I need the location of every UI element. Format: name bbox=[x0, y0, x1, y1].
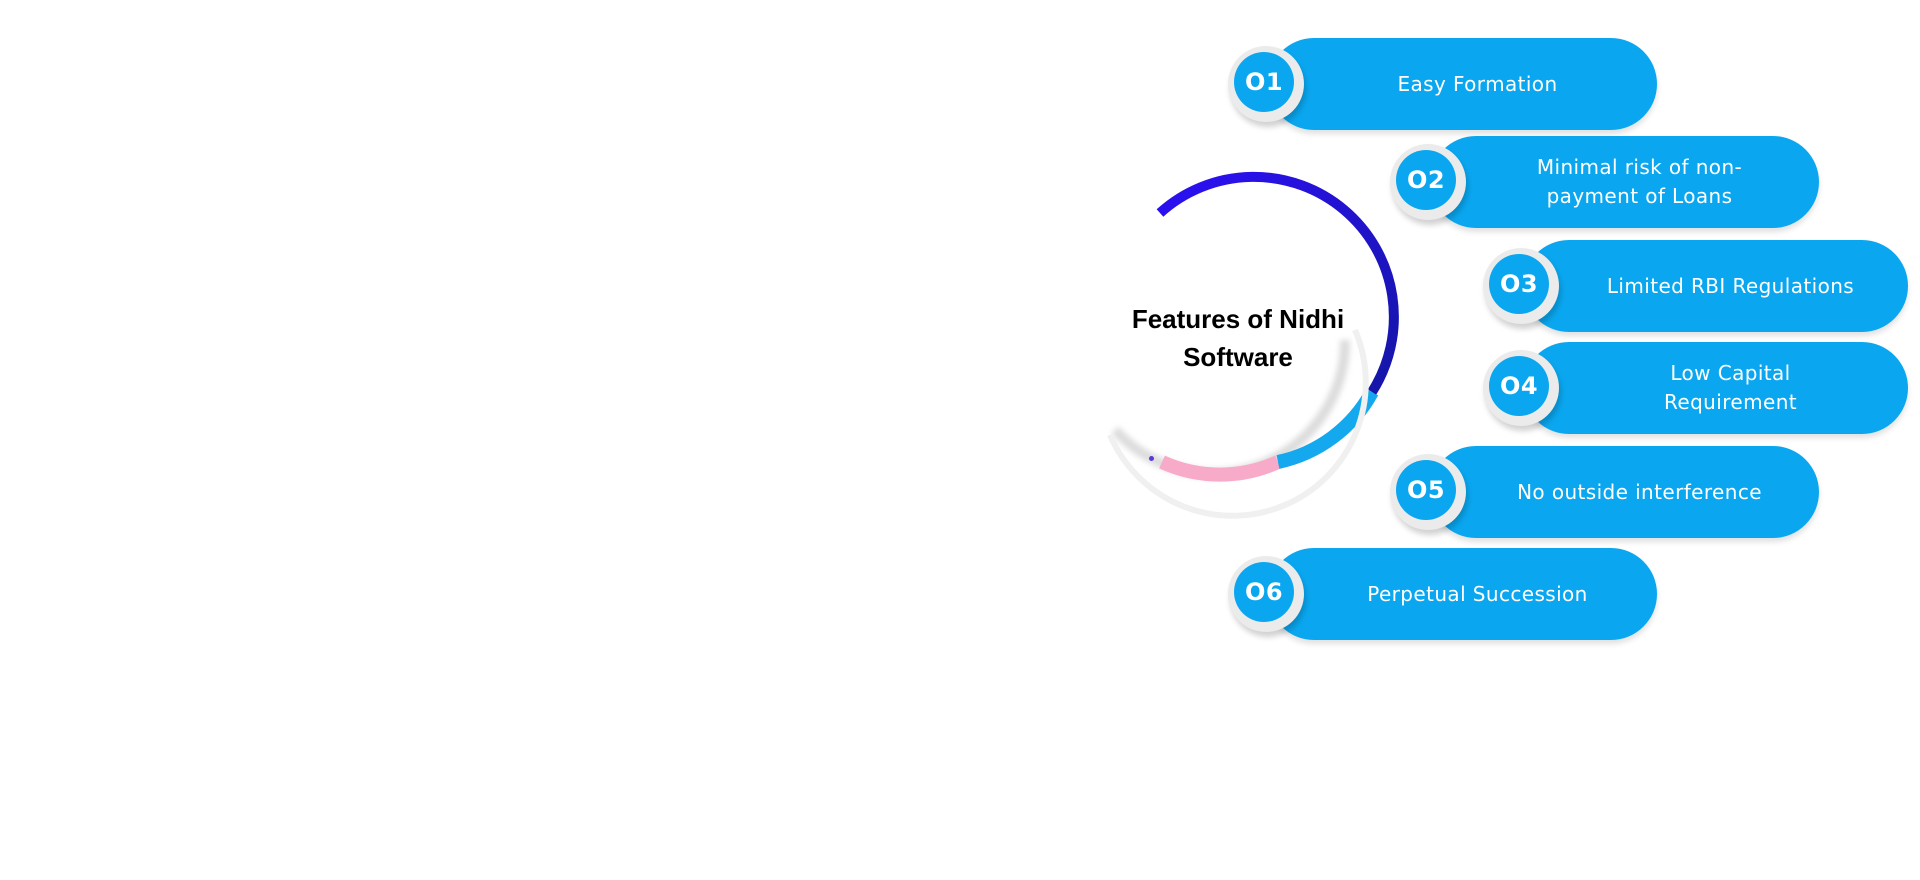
feature-number: O6 bbox=[1234, 562, 1294, 622]
feature-pill: Easy Formation bbox=[1268, 38, 1657, 130]
feature-badge: O4 bbox=[1483, 350, 1559, 426]
feature-number: O4 bbox=[1489, 356, 1549, 416]
feature-label: Low Capital Requirement bbox=[1663, 361, 1798, 414]
feature-badge: O3 bbox=[1483, 248, 1559, 324]
feature-label: Limited RBI Regulations bbox=[1606, 273, 1855, 298]
feature-number: O5 bbox=[1396, 460, 1456, 520]
feature-pill: Perpetual Succession bbox=[1268, 548, 1657, 640]
feature-pill: Minimal risk of non-payment of Loans bbox=[1430, 136, 1819, 228]
feature-badge: O2 bbox=[1390, 144, 1466, 220]
hub-title-line2: Software bbox=[1183, 342, 1293, 372]
feature-pill: Limited RBI Regulations bbox=[1523, 240, 1908, 332]
feature-label: No outside interference bbox=[1517, 479, 1762, 504]
feature-label: Easy Formation bbox=[1397, 71, 1558, 96]
feature-number: O2 bbox=[1396, 150, 1456, 210]
hub-title: Features of Nidhi Software bbox=[1108, 300, 1368, 376]
feature-badge: O1 bbox=[1228, 46, 1304, 122]
hub-ring-top-arc bbox=[1156, 171, 1399, 395]
feature-pill: Low Capital Requirement bbox=[1523, 342, 1908, 434]
feature-pill: No outside interference bbox=[1430, 446, 1819, 538]
feature-number: O1 bbox=[1234, 52, 1294, 112]
feature-badge: O6 bbox=[1228, 556, 1304, 632]
hub-title-line1: Features of Nidhi bbox=[1131, 304, 1345, 334]
accent-dot bbox=[1149, 456, 1154, 461]
feature-badge: O5 bbox=[1390, 454, 1466, 530]
feature-number: O3 bbox=[1489, 254, 1549, 314]
feature-label: Perpetual Succession bbox=[1367, 581, 1588, 606]
feature-label: Minimal risk of non-payment of Loans bbox=[1536, 155, 1743, 208]
hub-ring-bottom-arc bbox=[1159, 455, 1281, 482]
